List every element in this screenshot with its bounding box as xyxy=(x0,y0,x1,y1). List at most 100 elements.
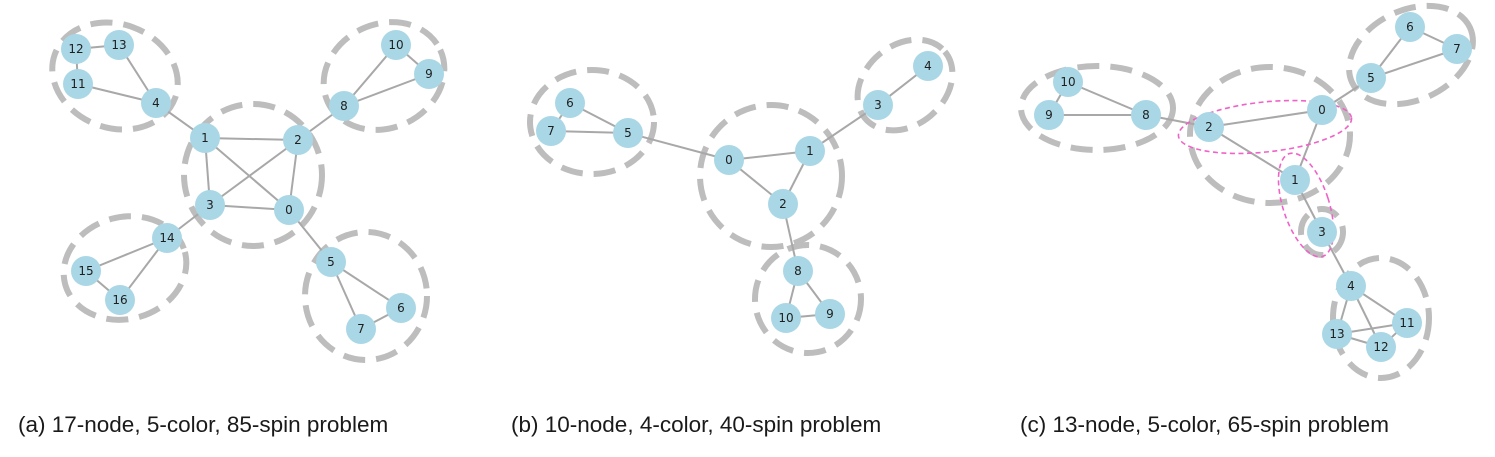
node-label-a-1: 1 xyxy=(201,131,209,145)
node-b-8: 8 xyxy=(783,256,813,286)
node-label-b-7: 7 xyxy=(547,124,555,138)
cluster-outline-c-0-1-2 xyxy=(1187,64,1353,206)
node-a-2: 2 xyxy=(283,125,313,155)
node-c-9: 9 xyxy=(1034,100,1064,130)
edge-a-8-9 xyxy=(343,73,430,107)
edge-c-0-2 xyxy=(1208,109,1323,128)
node-circle-c-2 xyxy=(1194,112,1224,142)
node-circle-a-8 xyxy=(329,91,359,121)
node-circle-b-3 xyxy=(863,90,893,120)
node-label-b-0: 0 xyxy=(725,153,733,167)
node-label-a-4: 4 xyxy=(152,96,160,110)
node-circle-c-6 xyxy=(1395,12,1425,42)
node-a-0: 0 xyxy=(274,195,304,225)
edge-b-0-5 xyxy=(627,132,730,161)
highlight-outline-c-2-0 xyxy=(1177,99,1353,155)
node-circle-b-0 xyxy=(714,145,744,175)
node-a-8: 8 xyxy=(329,91,359,121)
caption-c: (c) 13-node, 5-color, 65-spin problem xyxy=(1020,412,1389,437)
node-circle-c-0 xyxy=(1307,95,1337,125)
node-a-9: 9 xyxy=(414,59,444,89)
node-a-4: 4 xyxy=(141,88,171,118)
node-circle-b-4 xyxy=(913,51,943,81)
node-circle-c-3 xyxy=(1307,217,1337,247)
node-circle-a-6 xyxy=(386,293,416,323)
node-circle-a-10 xyxy=(381,30,411,60)
node-label-c-0: 0 xyxy=(1318,103,1326,117)
node-circle-a-0 xyxy=(274,195,304,225)
node-circle-b-2 xyxy=(768,189,798,219)
node-circle-a-1 xyxy=(190,123,220,153)
node-b-7: 7 xyxy=(536,116,566,146)
cluster-outline-a-14-15-16 xyxy=(60,213,190,323)
node-label-a-11: 11 xyxy=(70,77,85,91)
cluster-outline-a-11-12-13-4 xyxy=(49,19,181,133)
node-circle-c-13 xyxy=(1322,319,1352,349)
node-label-b-6: 6 xyxy=(566,96,574,110)
highlight-outline-c-1-3 xyxy=(1277,152,1335,258)
node-b-4: 4 xyxy=(913,51,943,81)
node-label-c-11: 11 xyxy=(1399,316,1414,330)
cluster-outline-c-3 xyxy=(1298,206,1346,258)
caption-a: (a) 17-node, 5-color, 85-spin problem xyxy=(18,412,388,437)
node-c-0: 0 xyxy=(1307,95,1337,125)
node-label-a-8: 8 xyxy=(340,99,348,113)
cluster-outline-c-10-9-8 xyxy=(1018,63,1176,153)
node-b-3: 3 xyxy=(863,90,893,120)
node-c-7: 7 xyxy=(1442,34,1472,64)
node-circle-c-7 xyxy=(1442,34,1472,64)
node-label-c-2: 2 xyxy=(1205,120,1213,134)
node-a-16: 16 xyxy=(105,285,135,315)
node-label-c-12: 12 xyxy=(1373,340,1388,354)
node-circle-a-4 xyxy=(141,88,171,118)
node-b-1: 1 xyxy=(795,136,825,166)
node-circle-b-5 xyxy=(613,118,643,148)
node-circle-a-16 xyxy=(105,285,135,315)
node-circle-b-7 xyxy=(536,116,566,146)
node-label-b-8: 8 xyxy=(794,264,802,278)
node-a-5: 5 xyxy=(316,247,346,277)
cluster-outline-a-1-2-3-0 xyxy=(181,101,325,249)
node-c-10: 10 xyxy=(1053,67,1083,97)
node-label-a-13: 13 xyxy=(111,38,126,52)
node-label-a-3: 3 xyxy=(206,198,214,212)
node-label-a-6: 6 xyxy=(397,301,405,315)
node-b-2: 2 xyxy=(768,189,798,219)
node-label-c-9: 9 xyxy=(1045,108,1053,122)
node-label-a-15: 15 xyxy=(78,264,93,278)
node-circle-a-2 xyxy=(283,125,313,155)
edge-a-2-3 xyxy=(209,139,299,206)
node-c-12: 12 xyxy=(1366,332,1396,362)
node-circle-c-1 xyxy=(1280,165,1310,195)
node-label-c-1: 1 xyxy=(1291,173,1299,187)
node-a-3: 3 xyxy=(195,190,225,220)
node-circle-c-12 xyxy=(1366,332,1396,362)
node-b-0: 0 xyxy=(714,145,744,175)
node-label-b-5: 5 xyxy=(624,126,632,140)
node-a-6: 6 xyxy=(386,293,416,323)
node-label-b-1: 1 xyxy=(806,144,814,158)
node-a-14: 14 xyxy=(152,223,182,253)
node-a-10: 10 xyxy=(381,30,411,60)
node-a-1: 1 xyxy=(190,123,220,153)
cluster-outline-c-5-6-7 xyxy=(1346,2,1476,108)
node-c-1: 1 xyxy=(1280,165,1310,195)
node-a-13: 13 xyxy=(104,30,134,60)
node-label-c-4: 4 xyxy=(1347,279,1355,293)
node-circle-a-5 xyxy=(316,247,346,277)
node-circle-a-13 xyxy=(104,30,134,60)
node-circle-c-9 xyxy=(1034,100,1064,130)
node-circle-c-5 xyxy=(1356,63,1386,93)
node-c-5: 5 xyxy=(1356,63,1386,93)
node-circle-c-8 xyxy=(1131,100,1161,130)
node-label-c-5: 5 xyxy=(1367,71,1375,85)
node-circle-c-4 xyxy=(1336,271,1366,301)
node-label-a-0: 0 xyxy=(285,203,293,217)
node-a-11: 11 xyxy=(63,69,93,99)
cluster-outline-b-8-9-10 xyxy=(752,242,864,356)
node-label-b-9: 9 xyxy=(826,307,834,321)
node-label-c-6: 6 xyxy=(1406,20,1414,34)
